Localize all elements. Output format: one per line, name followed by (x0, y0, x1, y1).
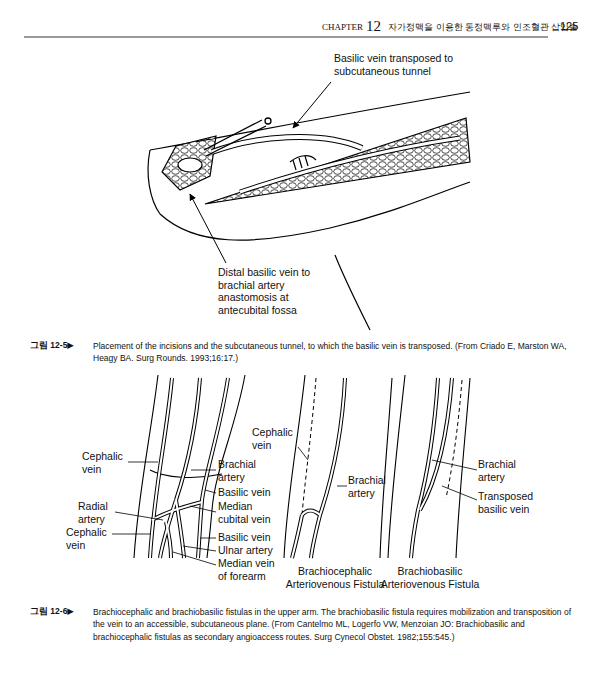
arm-outline (284, 375, 392, 558)
arm-outline (148, 92, 470, 330)
ligatures (290, 156, 316, 170)
panel-title: Brachiocephalic Arteriovenous Fistula (280, 565, 390, 590)
vessel-label: Transposed basilic vein (478, 490, 548, 515)
subcutaneous-tunnel (212, 137, 362, 152)
callout-label: Basilic vein transposed to subcutaneous … (334, 52, 486, 77)
leader-line (293, 82, 331, 128)
leader-lines (112, 462, 216, 565)
figure-caption: Brachiocephalic and brachiobasilic fistu… (93, 606, 575, 643)
forceps (204, 118, 271, 156)
vessel-label: Cephalic vein (66, 526, 112, 551)
vessel-label: Brachial artery (348, 474, 390, 499)
vessel-label: Brachial artery (218, 458, 278, 483)
arm-outline (388, 375, 470, 558)
vessel-label: Basilic vein (218, 531, 271, 544)
leader-lines (432, 460, 477, 500)
vessel-label: Ulnar artery (218, 544, 273, 557)
callout-label: Distal basilic vein to brachial artery a… (218, 266, 326, 316)
chapter-label: CHAPTER (322, 22, 363, 33)
vessel-label: Basilic vein (218, 486, 271, 499)
figure-number: 그림 12-6▶ (30, 606, 74, 616)
subcutaneous-tunnel (212, 137, 362, 152)
vessel-label: Brachial artery (478, 458, 530, 483)
panel-title: Brachiobasilic Arteriovenous Fistula (375, 565, 485, 590)
vessels (411, 378, 452, 558)
vessels (292, 378, 345, 558)
header-rule (24, 37, 548, 38)
leader-lines (298, 447, 347, 486)
vessel-label: Cephalic vein (82, 450, 128, 475)
anastomosis (178, 158, 202, 172)
original-cephalic-vein (302, 378, 316, 515)
distal-incision (162, 136, 216, 190)
vessels (292, 378, 345, 558)
figure-number: 그림 12-5▶ (30, 340, 74, 350)
vessels (150, 378, 228, 558)
vessel-label: Median cubital vein (218, 500, 280, 525)
vessels (411, 378, 452, 558)
vessels (150, 378, 228, 558)
vessel-label: Cephalic vein (252, 426, 298, 451)
page-number: 125 (560, 20, 578, 33)
chapter-number: 12 (366, 17, 381, 35)
vessel-label: Median vein of forearm (218, 557, 282, 582)
figure-caption: Placement of the incisions and the subcu… (93, 340, 575, 365)
upper-arm-incision (205, 118, 470, 204)
leader-line (190, 194, 226, 263)
chapter-title: 자가정맥을 이용한 동정맥루와 인조혈관 삽입술 (388, 22, 578, 33)
vessel-label: Radial artery (78, 500, 118, 525)
